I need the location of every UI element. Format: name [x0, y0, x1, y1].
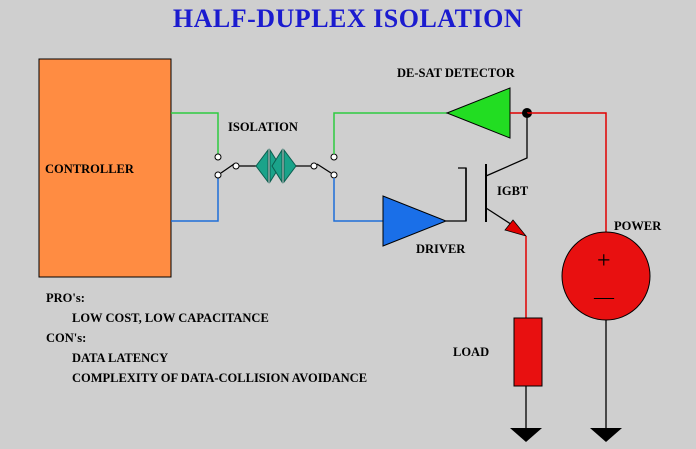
gate-wire — [446, 167, 467, 222]
pros-heading: PRO's: — [46, 291, 85, 305]
green-wire-right — [333, 112, 447, 154]
desat-detector-icon — [445, 87, 511, 139]
load-resistor — [513, 317, 543, 387]
desat-detector-label: DE-SAT DETECTOR — [397, 66, 515, 80]
switch-contact — [330, 153, 338, 161]
switch-blade-left — [220, 163, 235, 174]
switch-contact — [214, 171, 222, 179]
driver-label: DRIVER — [416, 242, 466, 256]
isolator-icon — [255, 148, 297, 184]
power-minus-sign: — — [594, 286, 614, 308]
green-wire-left — [171, 112, 219, 154]
switch-contact — [214, 153, 222, 161]
con-item: DATA LATENCY — [72, 351, 169, 365]
driver-icon — [382, 195, 448, 247]
igbt-emitter-arrow — [504, 219, 528, 237]
red-wire-power — [527, 112, 607, 235]
cons-heading: CON's: — [46, 331, 87, 345]
switch-contact — [310, 162, 318, 170]
ground-icon-load — [510, 428, 542, 442]
collector-wire — [485, 113, 528, 177]
power-label: POWER — [614, 219, 662, 233]
pro-item: LOW COST, LOW CAPACITANCE — [72, 311, 269, 325]
isolation-label: ISOLATION — [228, 120, 298, 134]
con-item: COMPLEXITY OF DATA-COLLISION AVOIDANCE — [72, 371, 368, 385]
controller-label: CONTROLLER — [45, 162, 134, 176]
power-plus-sign: + — [597, 248, 611, 274]
controller-block — [38, 58, 172, 278]
blue-wire-left — [171, 178, 219, 222]
pros-cons-notes: PRO's: LOW COST, LOW CAPACITANCE CON's: … — [46, 288, 367, 388]
switch-contact — [330, 171, 338, 179]
load-label: LOAD — [453, 345, 490, 359]
diagram-title: HALF-DUPLEX ISOLATION — [172, 4, 524, 33]
ground-icon-power — [590, 428, 622, 442]
switch-blade-right — [316, 163, 332, 174]
igbt-label: IGBT — [497, 184, 529, 198]
blue-wire-right — [333, 178, 383, 222]
